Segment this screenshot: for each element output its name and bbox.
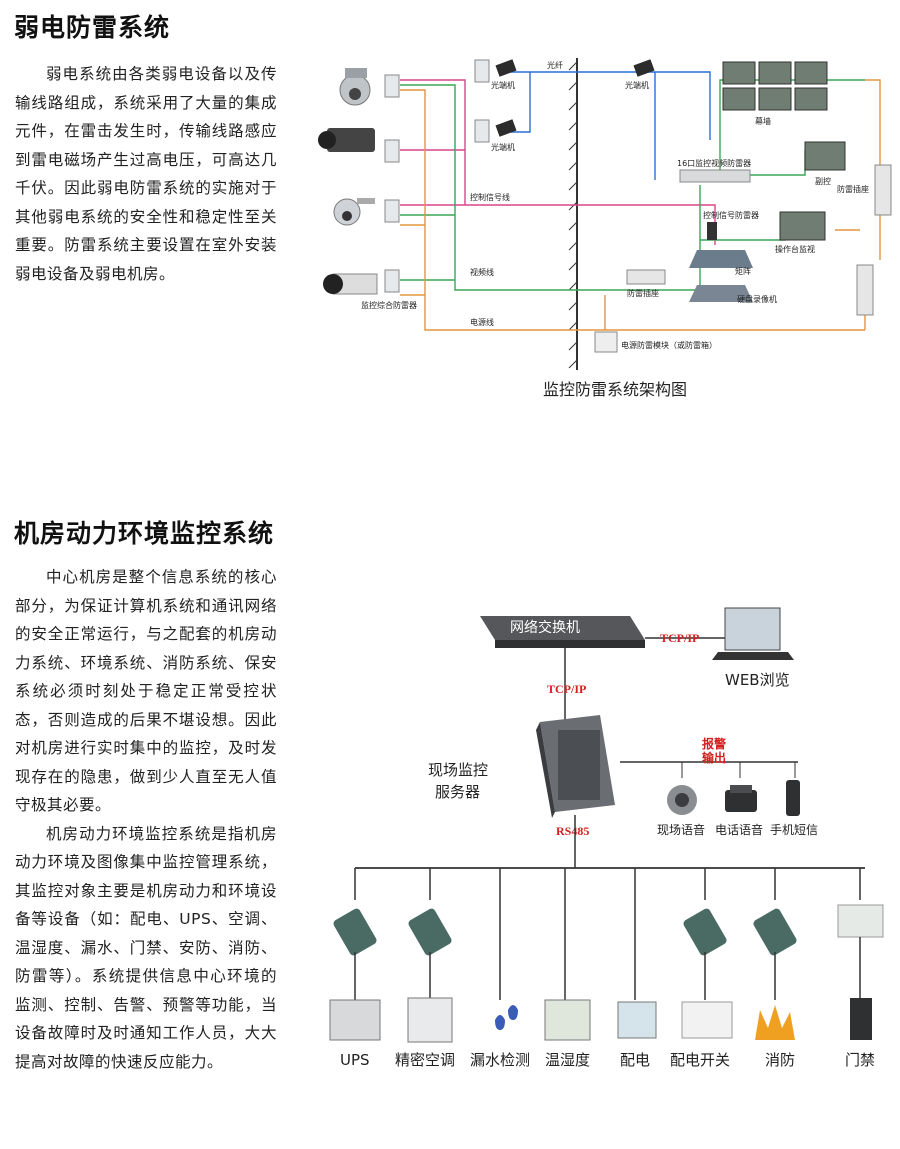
alarm-output-0: 现场语音 [657, 822, 705, 837]
label-control-line: 控制信号线 [470, 192, 510, 202]
ctrl-signal-protector-icon [707, 222, 717, 240]
optical-transceiver-icon [495, 59, 655, 137]
wall-screen-icon [722, 61, 828, 111]
label-recorder: 硬盘录像机 [737, 294, 777, 304]
access-reader-icon [850, 998, 872, 1040]
label-surge-strip-2: 防雷插座 [837, 184, 869, 194]
device-label-0: UPS [340, 1051, 370, 1069]
surge-strip-icon [874, 164, 892, 216]
thermo-hygrometer-icon [544, 999, 591, 1041]
diagram1-caption: 监控防雷系统架构图 [542, 380, 687, 399]
label-monitor: 副控 [815, 176, 831, 186]
web-label: WEB浏览 [725, 671, 790, 689]
alarm-label-line2: 输出 [702, 750, 726, 765]
video-line [745, 150, 806, 176]
water-leak-icon [495, 1005, 518, 1030]
sub-monitor-icon [804, 141, 846, 171]
alarm-output-1: 电话语音 [715, 822, 763, 837]
device-label-1: 精密空调 [395, 1051, 455, 1069]
control-line [400, 204, 716, 245]
tcpip-right-label: TCP/IP [660, 631, 699, 645]
air-conditioner-icon [407, 997, 453, 1043]
device-label-5: 配电开关 [670, 1051, 730, 1069]
lightning-protection-diagram: 光端机 光端机 光端机 光纤 控制信号线 视频线 电源线 监控综合防雷器 幕墙 … [318, 58, 892, 370]
label-optical-2: 光端机 [491, 142, 515, 152]
access-controller-icon [837, 904, 884, 938]
section2-title: 机房动力环境监控系统 [14, 519, 275, 548]
switch-label: 网络交换机 [510, 619, 580, 636]
fire-icon [755, 1005, 795, 1040]
device-label-3: 温湿度 [545, 1051, 590, 1069]
label-optical-3: 光端机 [625, 80, 649, 90]
protector-icon [384, 59, 490, 293]
section2-body: 中心机房是整个信息系统的核心部分，为保证计算机系统和通讯网络的安全正常运行，与之… [15, 563, 277, 1076]
fiber-line [510, 71, 711, 140]
mobile-icon [786, 780, 800, 816]
label-video-line: 视频线 [470, 267, 494, 277]
section1-body: 弱电系统由各类弱电设备以及传输线路组成，系统采用了大量的集成元件，在雷击发生时，… [15, 60, 277, 288]
device-label-4: 配电 [620, 1051, 650, 1069]
fiber-line [510, 72, 531, 133]
environment-monitoring-diagram: 网络交换机 TCP/IP WEB浏览 TCP/IP 现场监控 服务器 报警 输出… [329, 607, 884, 1069]
device-label-6: 消防 [765, 1051, 795, 1069]
surge-strip-icon [626, 269, 666, 285]
server-icon [536, 715, 615, 818]
dome-camera-icon [339, 68, 371, 106]
label-optical-1: 光端机 [491, 80, 515, 90]
phone-icon [725, 785, 757, 812]
label-wall-screen: 幕墙 [755, 116, 771, 126]
section1-paragraph: 弱电系统由各类弱电设备以及传输线路组成，系统采用了大量的集成元件，在雷击发生时，… [15, 65, 277, 283]
rs485-label: RS485 [556, 824, 589, 838]
matrix-icon [689, 250, 753, 268]
tcpip-down-label: TCP/IP [547, 682, 586, 696]
control-line [400, 79, 466, 150]
video-protector-icon [679, 169, 751, 183]
ptz-camera-icon [333, 198, 375, 226]
alarm-output-2: 手机短信 [770, 823, 818, 837]
power-module-icon [594, 331, 618, 353]
laptop-icon [712, 607, 794, 660]
network-switch-icon [480, 616, 645, 648]
distribution-switch-icon [681, 1001, 733, 1039]
converter-icon [333, 908, 797, 956]
ups-icon [329, 999, 381, 1041]
label-ctrl-signal-protector: 控制信号防雷器 [703, 210, 759, 220]
server-label-line1: 现场监控 [428, 761, 488, 779]
power-line [400, 89, 865, 331]
alarm-label-line1: 报警 [702, 736, 726, 751]
speaker-icon [667, 785, 697, 815]
power-distribution-icon [617, 1001, 657, 1039]
section2-paragraph-2: 机房动力环境监控系统是指机房动力环境及图像集中监控管理系统，其监控对象主要是机房… [15, 824, 277, 1071]
label-surge-strip: 防雷插座 [627, 288, 659, 298]
wall [568, 58, 578, 370]
surge-strip-icon [856, 264, 874, 316]
box-camera-icon [318, 128, 375, 152]
section2-paragraph-1: 中心机房是整个信息系统的核心部分，为保证计算机系统和通讯网络的安全正常运行，与之… [15, 568, 277, 814]
recorder-icon [689, 285, 753, 302]
section1-title: 弱电防雷系统 [14, 13, 171, 42]
label-console: 操作台监视 [775, 244, 815, 254]
label-video-protector: 16口监控视频防雷器 [677, 158, 751, 168]
device-label-7: 门禁 [845, 1051, 875, 1069]
label-matrix: 矩阵 [735, 266, 751, 276]
label-integrated-protector: 监控综合防雷器 [361, 300, 417, 310]
device-label-2: 漏水检测 [470, 1051, 530, 1069]
server-label-line2: 服务器 [435, 783, 480, 801]
label-power-line: 电源线 [470, 317, 494, 327]
bullet-camera-icon [323, 273, 378, 295]
label-fiber: 光纤 [547, 60, 563, 70]
console-monitor-icon [779, 211, 826, 241]
label-power-module: 电源防雷模块（或防雷箱） [621, 340, 717, 350]
power-line [865, 79, 881, 165]
